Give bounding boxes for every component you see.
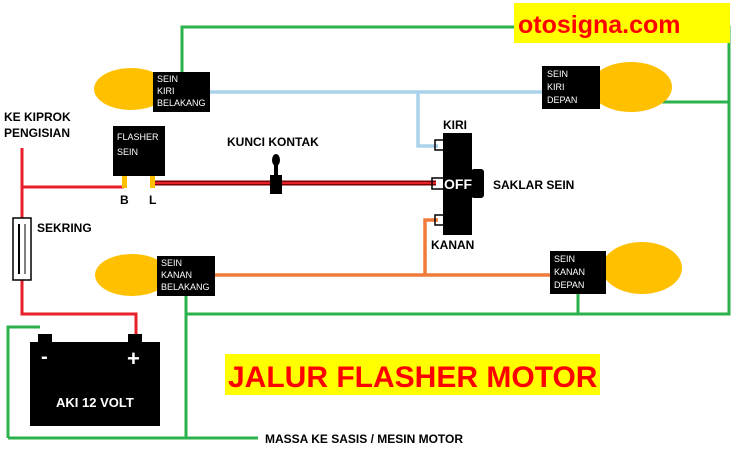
socket-kanan-belakang-line3: BELAKANG [161, 282, 210, 292]
socket-kanan-belakang-line2: KANAN [161, 270, 192, 280]
socket-kanan-depan-line3: DEPAN [554, 280, 584, 290]
lamp-kiri-belakang-icon [94, 68, 168, 110]
battery-plus-label: + [127, 346, 140, 371]
switch-pin-off [431, 177, 445, 190]
socket-kiri-depan-line3: DEPAN [547, 95, 577, 105]
switch-off-label: OFF [444, 176, 472, 192]
socket-kiri-depan-line1: SEIN [547, 69, 568, 79]
socket-kiri-belakang: SEIN KIRI BELAKANG [153, 72, 210, 112]
flasher-label-2: SEIN [117, 147, 138, 157]
battery-icon [30, 334, 160, 426]
kunci-kontak-label: KUNCI KONTAK [227, 135, 319, 149]
title-highlight [225, 354, 600, 395]
terminal-l-label: L [149, 193, 156, 207]
saklar-sein-label: SAKLAR SEIN [493, 178, 574, 192]
lamp-kiri-depan-icon [590, 62, 672, 112]
sekring-label: SEKRING [37, 221, 92, 235]
socket-kanan-depan-line2: KANAN [554, 267, 585, 277]
battery-label: AKI 12 VOLT [56, 395, 134, 410]
switch-pin-kanan [434, 214, 445, 226]
kanan-label: KANAN [431, 238, 474, 252]
terminal-b-pin [122, 176, 127, 188]
right-turn-wires [215, 218, 550, 277]
ground-wire-battery [6, 325, 40, 438]
lamp-kanan-depan-icon [602, 242, 682, 294]
socket-kiri-belakang-line3: BELAKANG [157, 98, 206, 108]
left-turn-wires [210, 90, 542, 148]
ignition-key-icon [270, 154, 282, 194]
switch-pin-kiri [434, 139, 445, 151]
lamp-kanan-belakang-icon [95, 254, 169, 296]
terminal-l-pin [150, 176, 155, 188]
socket-kanan-belakang-line1: SEIN [161, 258, 182, 268]
watermark-text: otosigna.com [518, 11, 681, 39]
kiprok-label-2: PENGISIAN [4, 126, 70, 140]
kiprok-label-1: KE KIPROK [4, 110, 71, 124]
socket-kanan-depan-line1: SEIN [554, 254, 575, 264]
kiri-label: KIRI [443, 118, 467, 132]
socket-kiri-belakang-line2: KIRI [157, 86, 175, 96]
socket-kiri-depan-line2: KIRI [547, 82, 565, 92]
flasher-relay: FLASHER SEIN [113, 126, 165, 188]
watermark-highlight [514, 3, 730, 43]
massa-label: MASSA KE SASIS / MESIN MOTOR [265, 432, 463, 446]
battery-minus-label: - [41, 346, 48, 368]
fuse-icon [12, 217, 32, 281]
socket-kiri-belakang-line1: SEIN [157, 74, 178, 84]
terminal-b-label: B [120, 193, 129, 207]
power-wires [20, 148, 138, 342]
diagram-title: JALUR FLASHER MOTOR [228, 361, 598, 394]
socket-kanan-depan: SEIN KANAN DEPAN [550, 251, 606, 294]
socket-kanan-belakang: SEIN KANAN BELAKANG [157, 256, 215, 296]
socket-kiri-depan: SEIN KIRI DEPAN [542, 66, 600, 109]
power-wire-fuse-battery [20, 280, 138, 342]
turn-switch [431, 133, 484, 235]
flasher-label-1: FLASHER [117, 132, 159, 142]
